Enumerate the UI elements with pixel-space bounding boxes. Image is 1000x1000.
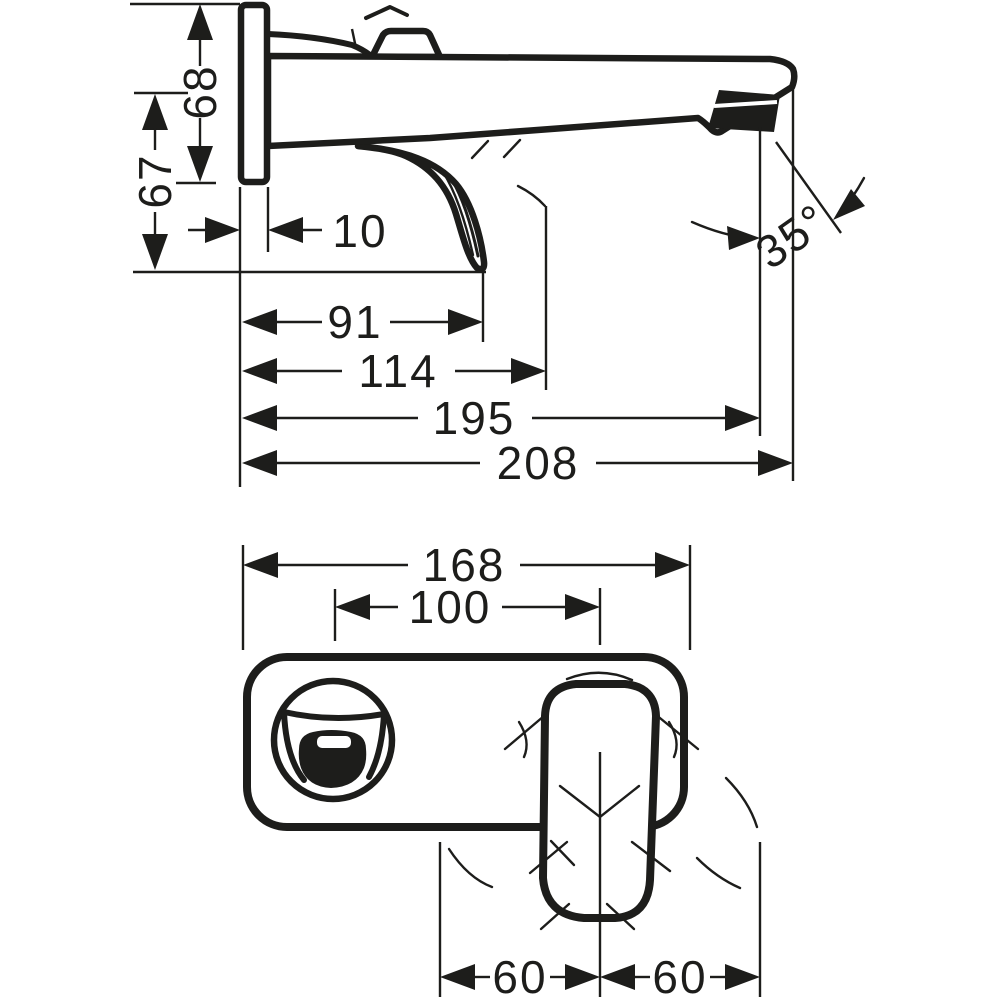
dim-195-label: 195 — [433, 392, 516, 444]
front-extension-lines — [241, 545, 762, 997]
dim-60-left: 60 — [440, 951, 600, 1000]
arrowhead — [565, 964, 600, 990]
arrowhead — [833, 189, 865, 220]
dim-208: 208 — [242, 437, 793, 489]
dim-60-right: 60 — [600, 951, 760, 1000]
side-view: 68 67 10 91 11 — [129, 1, 866, 489]
arrowhead — [335, 594, 370, 620]
front-view: 168 100 60 60 — [241, 539, 762, 1000]
arrowhead — [142, 94, 168, 130]
arrowhead — [142, 234, 168, 270]
arrowhead — [725, 964, 760, 990]
profile-tick — [350, 28, 358, 49]
dim-68-label: 68 — [174, 64, 226, 119]
arrowhead — [187, 4, 213, 40]
spout-outlet-arch — [281, 709, 387, 722]
spout-body — [264, 52, 798, 150]
arrowhead — [242, 405, 277, 431]
dim-100: 100 — [335, 581, 600, 633]
spout-outlet-arch-right — [366, 711, 387, 780]
dim-angle-35: 35° — [690, 141, 866, 279]
dim-60-right-label: 60 — [652, 951, 707, 1000]
dim-91-label: 91 — [327, 296, 382, 348]
dim-168-label: 168 — [423, 539, 506, 591]
arrowhead — [727, 226, 760, 250]
arrowhead — [565, 594, 600, 620]
dim-195: 195 — [242, 392, 760, 444]
arrowhead — [440, 964, 475, 990]
arrowhead — [448, 309, 483, 335]
arrowhead — [600, 964, 635, 990]
dim-114-label: 114 — [358, 345, 437, 397]
lever-side-inner-line2 — [441, 170, 475, 257]
rotation-chevron-icon — [364, 5, 409, 20]
side-extension-lines — [130, 2, 795, 487]
dim-67-label: 67 — [129, 153, 181, 208]
surface-tick-2 — [502, 138, 522, 159]
aerator-slit — [713, 100, 778, 108]
dim-10: 10 — [188, 205, 387, 257]
arrowhead — [268, 217, 303, 243]
arrowhead — [511, 358, 546, 384]
dim-10-label: 10 — [332, 205, 387, 257]
cartridge-cap — [368, 27, 444, 61]
dim-208-label: 208 — [497, 437, 580, 489]
surface-tick-1 — [470, 139, 490, 160]
angle-reference-line — [775, 141, 842, 234]
spout-outlet-arch-left — [281, 709, 307, 783]
lever-side-inner-line — [450, 178, 480, 258]
arrowhead — [655, 552, 690, 578]
arrowhead — [242, 309, 277, 335]
dim-91: 91 — [242, 296, 483, 348]
wall-plate — [237, 1, 271, 186]
dim-68: 68 — [174, 4, 226, 182]
arrowhead — [187, 146, 213, 182]
arrowhead — [725, 405, 760, 431]
arrowhead — [205, 217, 240, 243]
handle-top-profile — [265, 31, 373, 58]
arrowhead — [243, 552, 278, 578]
dim-60-left-label: 60 — [492, 951, 547, 1000]
arrowhead — [758, 450, 793, 476]
dim-67: 67 — [129, 94, 181, 270]
dim-168: 168 — [243, 539, 690, 591]
arrowhead — [242, 450, 277, 476]
arrowhead — [242, 358, 277, 384]
aerator — [708, 90, 780, 132]
spout-mouth-highlight — [317, 736, 351, 748]
dim-114: 114 — [242, 345, 546, 397]
dim-100-label: 100 — [409, 581, 492, 633]
